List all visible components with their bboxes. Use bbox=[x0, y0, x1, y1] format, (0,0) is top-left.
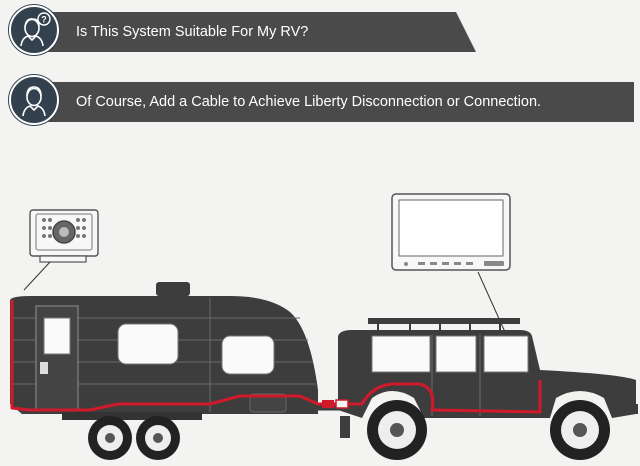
answer-text: Of Course, Add a Cable to Achieve Libert… bbox=[76, 94, 542, 110]
backup-camera bbox=[23, 209, 99, 291]
question-person-icon: ? bbox=[9, 5, 59, 55]
svg-text:?: ? bbox=[41, 15, 47, 25]
question-banner: Is This System Suitable For My RV? bbox=[46, 12, 476, 52]
answer-avatar bbox=[8, 74, 60, 126]
monitor bbox=[391, 193, 515, 353]
faq-answer-row: Of Course, Add a Cable to Achieve Libert… bbox=[0, 74, 640, 130]
person-icon bbox=[9, 75, 59, 125]
question-text: Is This System Suitable For My RV? bbox=[76, 24, 309, 40]
faq-question-row: Is This System Suitable For My RV? ? bbox=[0, 4, 640, 60]
trailer-wheel-rear bbox=[136, 416, 180, 460]
suv-wheel-front bbox=[550, 400, 610, 460]
suv-wheel-rear bbox=[367, 400, 427, 460]
trailer-wheel-front bbox=[88, 416, 132, 460]
camper-trailer bbox=[10, 282, 362, 460]
banner-shape bbox=[46, 12, 476, 52]
answer-banner: Of Course, Add a Cable to Achieve Libert… bbox=[46, 82, 634, 122]
question-avatar: ? bbox=[8, 4, 60, 56]
cable-route bbox=[10, 300, 542, 414]
banner-shape bbox=[46, 82, 634, 122]
suv bbox=[338, 318, 638, 460]
cable-connector bbox=[322, 399, 349, 409]
